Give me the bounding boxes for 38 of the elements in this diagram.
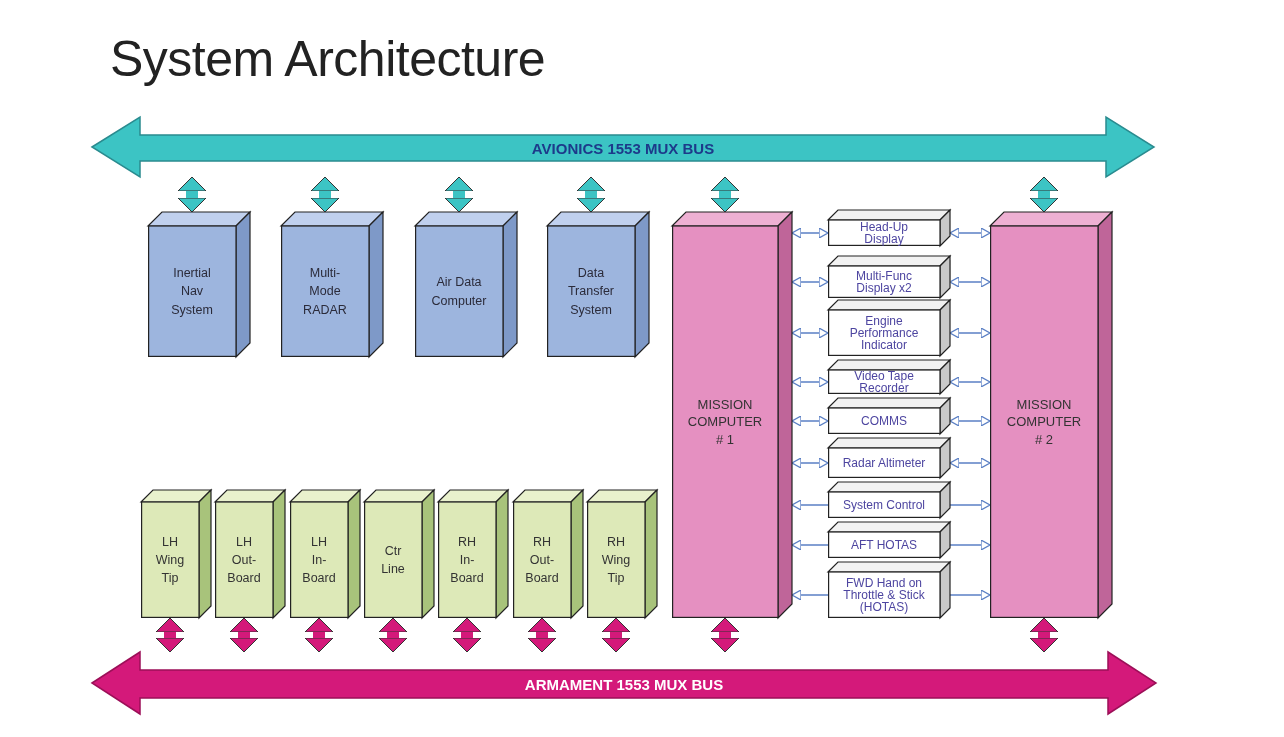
bus-connector-arrow	[452, 617, 482, 653]
page-title: System Architecture	[110, 30, 546, 88]
data-link-arrow	[791, 539, 829, 551]
data-link-arrow	[791, 276, 829, 288]
bus-connector-arrow	[1029, 176, 1059, 213]
data-link-arrow	[949, 589, 991, 601]
data-link-arrow	[791, 376, 829, 388]
data-link-arrow	[791, 227, 829, 239]
bus-connector-arrow	[710, 176, 740, 213]
data-link-arrow	[949, 539, 991, 551]
data-link-arrow	[949, 457, 991, 469]
data-link-arrow	[949, 227, 991, 239]
data-link-arrow	[949, 499, 991, 511]
data-link-arrow	[949, 327, 991, 339]
data-link-arrow	[949, 376, 991, 388]
bus-connector-arrow	[155, 617, 185, 653]
data-link-arrow	[791, 327, 829, 339]
bus-connector-arrow	[310, 176, 340, 213]
bus-connector-arrow	[1029, 617, 1059, 653]
bus-connector-arrow	[576, 176, 606, 213]
data-link-arrow	[791, 415, 829, 427]
data-link-arrow	[949, 415, 991, 427]
bus-connector-arrow	[444, 176, 474, 213]
bus-connector-arrow	[229, 617, 259, 653]
data-link-arrow	[791, 457, 829, 469]
bus-connector-arrow	[601, 617, 631, 653]
bus-connector-arrow	[378, 617, 408, 653]
data-link-arrow	[949, 276, 991, 288]
bus-band	[92, 652, 1156, 714]
bus-label: AVIONICS 1553 MUX BUS	[531, 140, 715, 156]
data-link-arrow	[791, 589, 829, 601]
bus-label: ARMAMENT 1553 MUX BUS	[524, 676, 724, 692]
bus-connector-arrow	[710, 617, 740, 653]
bus-band	[92, 117, 1154, 177]
bus-connector-arrow	[304, 617, 334, 653]
bus-connector-arrow	[177, 176, 207, 213]
bus-connector-arrow	[527, 617, 557, 653]
data-link-arrow	[791, 499, 829, 511]
